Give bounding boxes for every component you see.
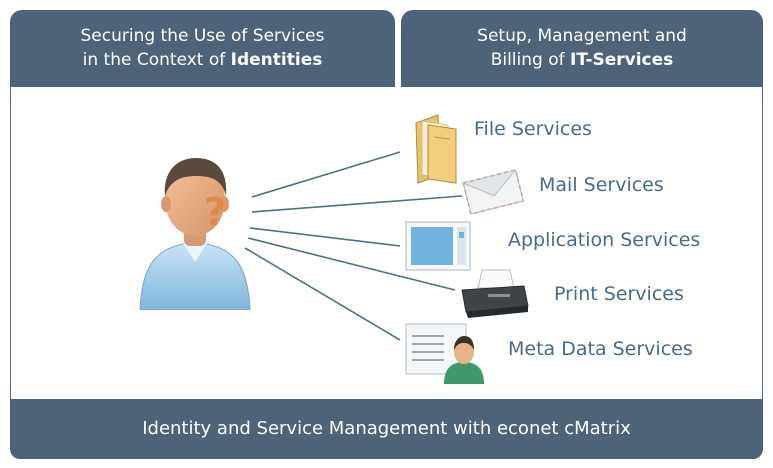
connector-application [249, 227, 401, 247]
header-right-line2-text: Billing of [490, 50, 571, 70]
connector-metadata [244, 247, 401, 341]
header-right-line2: Billing of IT-Services [401, 48, 763, 72]
question-mark: ? [204, 190, 227, 234]
connector-print [247, 237, 456, 291]
header-left-line2-text: in the Context of [82, 50, 231, 70]
service-label-metadata: Meta Data Services [508, 338, 693, 360]
service-label-mail: Mail Services [539, 174, 664, 196]
header-left-line2: in the Context of Identities [10, 48, 395, 72]
user-icon [139, 158, 251, 310]
connector-file [251, 151, 401, 198]
header-left: Securing the Use of Services in the Cont… [10, 10, 395, 87]
user-card-icon [405, 323, 484, 384]
content-panel [10, 87, 763, 399]
header-left-line1: Securing the Use of Services [80, 26, 325, 46]
connector-mail [251, 195, 463, 213]
header-left-line2-bold: Identities [230, 50, 323, 70]
folder-icon [415, 114, 457, 184]
envelope-icon [462, 169, 525, 215]
application-window-icon [405, 221, 471, 271]
header-right: Setup, Management and Billing of IT-Serv… [401, 10, 763, 87]
header-right-line2-bold: IT-Services [570, 50, 674, 70]
service-label-application: Application Services [508, 229, 701, 251]
header-right-line1: Setup, Management and [477, 26, 687, 46]
printer-icon [461, 269, 529, 318]
footer-bar: Identity and Service Management with eco… [10, 399, 763, 459]
service-label-print: Print Services [554, 283, 684, 305]
service-label-file: File Services [474, 118, 592, 140]
footer-text: Identity and Service Management with eco… [142, 418, 631, 439]
